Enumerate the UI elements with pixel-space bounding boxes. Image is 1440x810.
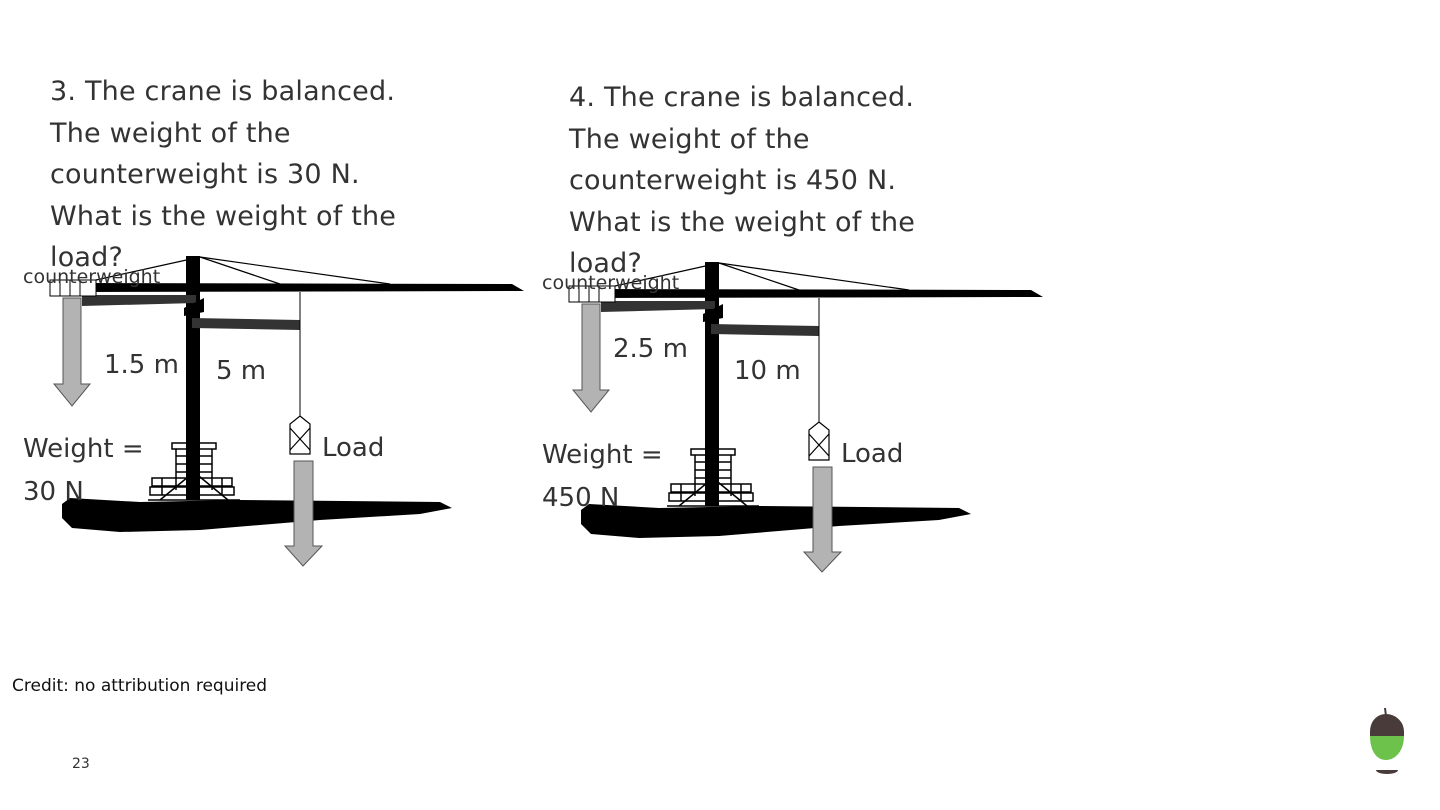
right-distance-label-3: 5 m (216, 356, 267, 386)
load-arrow (802, 466, 843, 573)
counterweight-arrow (52, 297, 92, 407)
load-label-4: Load (841, 439, 904, 469)
counterweight-block (568, 285, 616, 303)
credit-text: Credit: no attribution required (12, 676, 268, 696)
crane-diagram-4 (568, 262, 1043, 573)
crane-jib (605, 289, 1043, 298)
question-3-text: 3. The crane is balanced. The weight of … (50, 76, 397, 273)
crane-counter-jib (601, 301, 715, 312)
ground (581, 504, 971, 538)
crane-mast (186, 256, 200, 500)
weight-label-4: Weight = 450 N (542, 440, 663, 513)
crane-cab (184, 298, 204, 316)
question-4-text: 4. The crane is balanced. The weight of … (569, 82, 916, 279)
crane-counter-jib (82, 295, 196, 306)
left-distance-label-4: 2.5 m (613, 334, 688, 364)
load-box (289, 415, 311, 455)
crane-lower-beam (192, 318, 300, 330)
crane-ties (95, 256, 391, 285)
counterweight-block (49, 279, 97, 297)
crane-mast (705, 262, 719, 506)
counterweight-label-3: counterweight (23, 266, 161, 288)
page-number: 23 (72, 756, 90, 772)
crane-ties (614, 262, 910, 291)
acorn-logo-icon (1370, 708, 1404, 774)
crane-cab (703, 304, 723, 322)
crane-lower-beam (711, 324, 819, 336)
load-box (808, 421, 830, 461)
left-distance-label-3: 1.5 m (104, 350, 179, 380)
load-label-3: Load (322, 433, 385, 463)
weight-label-3: Weight = 30 N (23, 434, 144, 507)
crane-jib (86, 283, 524, 292)
crane-diagram-3 (49, 256, 524, 567)
counterweight-label-4: counterweight (542, 272, 680, 294)
load-arrow (283, 460, 324, 567)
right-distance-label-4: 10 m (734, 356, 801, 386)
counterweight-arrow (571, 303, 611, 413)
ground (62, 498, 452, 532)
